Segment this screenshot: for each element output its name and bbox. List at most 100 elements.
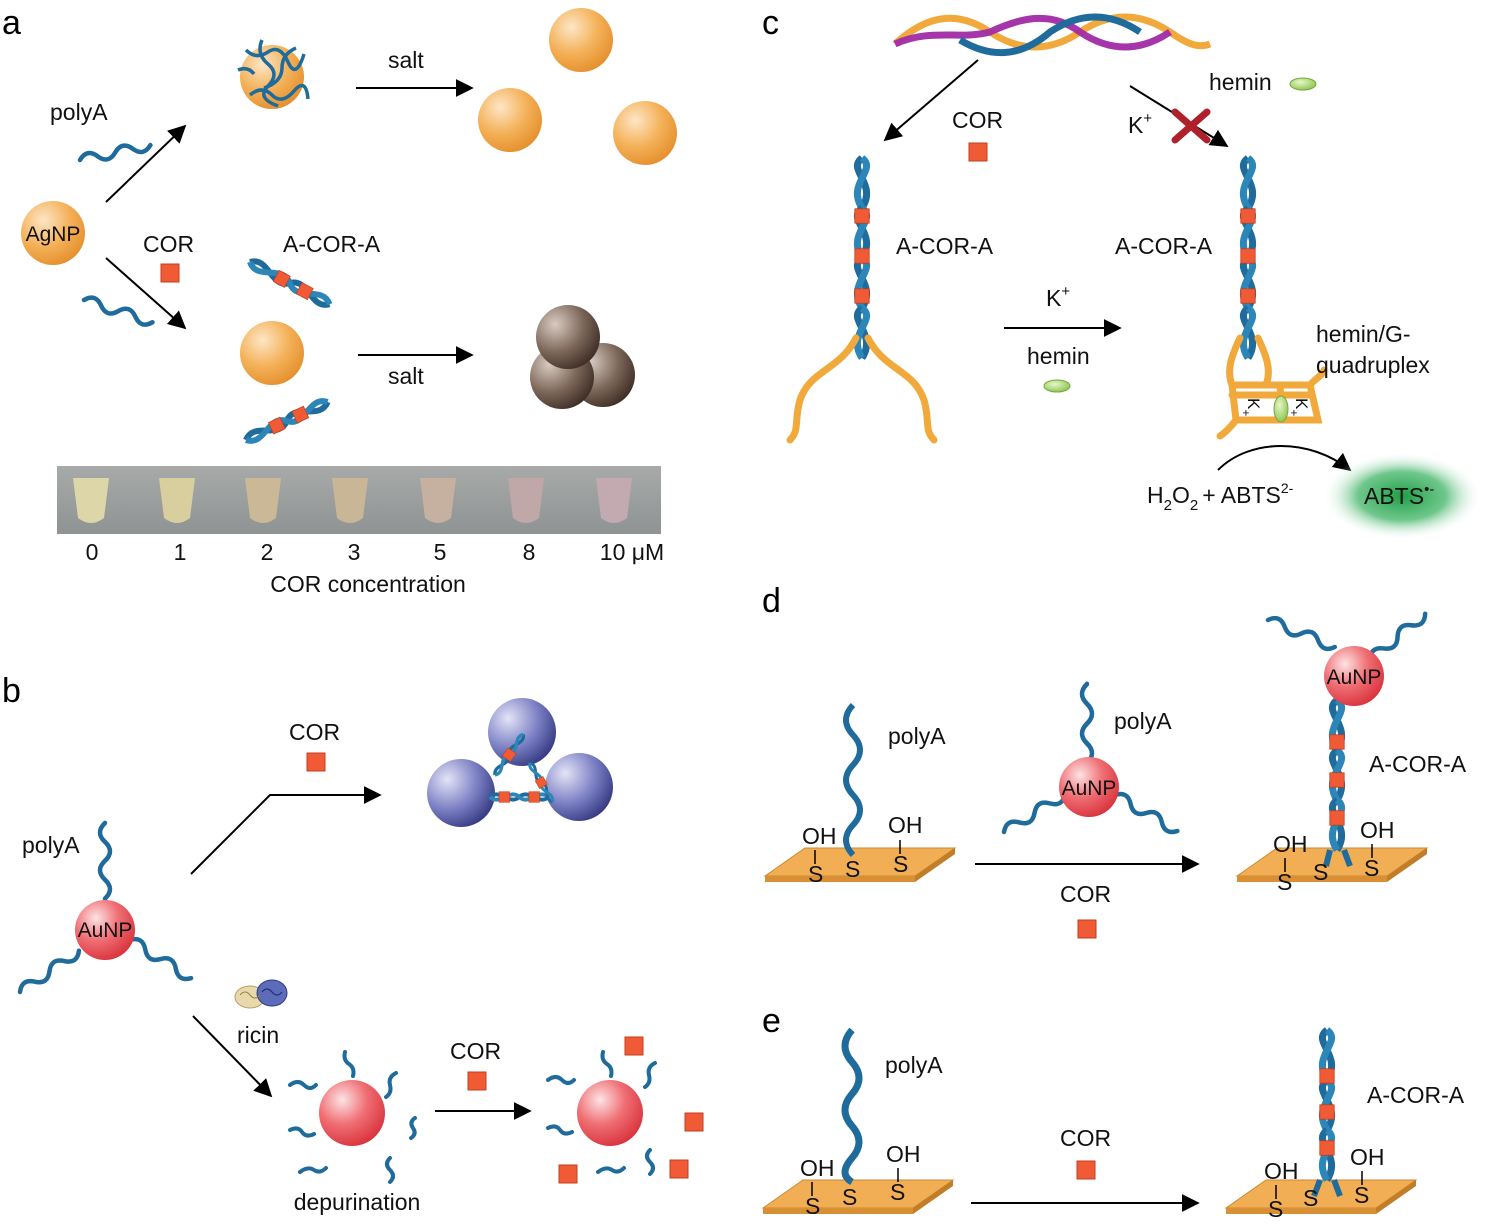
agnp-label: AgNP bbox=[26, 223, 81, 246]
oh-d-1: OH bbox=[802, 823, 837, 849]
cor-label-d: COR bbox=[1060, 881, 1111, 907]
aunp-b bbox=[75, 900, 135, 960]
cor-label-b-bottom: COR bbox=[450, 1038, 501, 1064]
polyA-label-a: polyA bbox=[50, 99, 108, 125]
blocked-cross-icon bbox=[1171, 108, 1211, 144]
polyA-strand-a-top bbox=[79, 140, 152, 165]
acora-label-a: A-COR-A bbox=[283, 231, 381, 257]
aggregate-agnp-1 bbox=[536, 305, 600, 369]
surface-e-left bbox=[762, 1179, 954, 1215]
blue-aunp-2 bbox=[427, 759, 495, 827]
g-quadruplex bbox=[1216, 334, 1328, 440]
hemin-icon-top bbox=[1289, 77, 1317, 91]
left-overhangs bbox=[786, 334, 938, 444]
panel-label-a: a bbox=[2, 4, 21, 42]
cor-label-b-top: COR bbox=[289, 719, 340, 745]
acora-duplex-a-1 bbox=[247, 256, 332, 309]
blue-aunp-1 bbox=[488, 698, 556, 766]
agnp-bottom bbox=[240, 321, 304, 385]
tube-8 bbox=[508, 478, 544, 523]
polyA-strand-e bbox=[841, 1027, 863, 1186]
polyA-strand-d-left bbox=[843, 702, 863, 858]
oh-d-3: OH bbox=[1273, 831, 1308, 857]
k-in-quadruplex-1: K+ bbox=[1239, 398, 1263, 416]
oh-e-3: OH bbox=[1264, 1158, 1299, 1184]
panel-a: AgNP polyA COR salt A-COR-A bbox=[21, 8, 677, 597]
cor-square-e bbox=[1076, 1160, 1096, 1180]
panel-label-c: c bbox=[762, 4, 779, 42]
polyA-strand-a-bottom bbox=[82, 295, 154, 327]
salt-label-top: salt bbox=[388, 47, 424, 73]
tube-label-8: 8 bbox=[523, 539, 536, 565]
polyA-label-e: polyA bbox=[885, 1052, 943, 1078]
hemin-in-quadruplex bbox=[1273, 395, 1289, 423]
polyA-label-d-left: polyA bbox=[888, 723, 946, 749]
k-label-top: K+ bbox=[1128, 110, 1152, 138]
acora-helix-left bbox=[855, 158, 869, 358]
cor-square-c bbox=[968, 142, 988, 162]
agnp-particle bbox=[21, 201, 85, 265]
acora-helix-d bbox=[1330, 700, 1344, 850]
polyA-strand-d-mid-top bbox=[1082, 684, 1092, 763]
cor-label-e: COR bbox=[1060, 1125, 1111, 1151]
arrow-a-up bbox=[105, 124, 187, 203]
tube-label-5: 5 bbox=[434, 539, 447, 565]
tube-1 bbox=[159, 478, 195, 523]
acora-duplex-a-2 bbox=[243, 396, 330, 445]
panel-c: COR K+ hemin A-COR-A K+ hemin bbox=[786, 13, 1482, 540]
dispersed-agnp-3 bbox=[613, 101, 677, 165]
oh-e-2: OH bbox=[886, 1141, 921, 1167]
cor-square-a bbox=[160, 263, 180, 283]
aunp-d-mid bbox=[1059, 757, 1119, 817]
tube-3 bbox=[332, 478, 368, 523]
tube-axis-label: COR concentration bbox=[270, 571, 466, 597]
ricin-label: ricin bbox=[237, 1022, 279, 1048]
s-e-1: S bbox=[805, 1193, 820, 1219]
panel-e: polyA OH S S OH S COR A-COR-A OH S S OH … bbox=[762, 1027, 1465, 1222]
s-e-5: S bbox=[1303, 1185, 1318, 1211]
panel-label-d: d bbox=[762, 582, 781, 620]
tube-5 bbox=[420, 478, 456, 523]
abts-glow bbox=[1322, 452, 1482, 540]
h2o2-abts-label: H2O2+ ABTS2- bbox=[1147, 480, 1294, 514]
s-d-5: S bbox=[1313, 859, 1328, 885]
s-e-2: S bbox=[842, 1184, 857, 1210]
acora-helix-e bbox=[1320, 1030, 1334, 1180]
k-in-quadruplex-2: K+ bbox=[1287, 398, 1311, 416]
fragments-1 bbox=[288, 1050, 417, 1184]
salt-label-bottom: salt bbox=[388, 363, 424, 389]
polyA-strand-b-right bbox=[127, 936, 193, 983]
tube-label-0: 0 bbox=[86, 539, 99, 565]
s-e-6: S bbox=[1354, 1182, 1369, 1208]
hemin-g-label-2: quadruplex bbox=[1316, 352, 1430, 378]
top-dsdna bbox=[892, 13, 1212, 57]
cor-label-c: COR bbox=[952, 107, 1003, 133]
tube-label-2: 2 bbox=[261, 539, 274, 565]
s-d-6: S bbox=[1364, 855, 1379, 881]
tube-label-10: 10 μM bbox=[600, 539, 664, 565]
aunp-d-right bbox=[1324, 646, 1384, 706]
arrow-c-left bbox=[883, 59, 979, 142]
panel-d: polyA OH S S OH S polyA AuNP COR bbox=[764, 610, 1467, 939]
blue-aunp-3 bbox=[545, 753, 613, 821]
dispersed-agnp-2 bbox=[478, 88, 542, 152]
s-e-3: S bbox=[890, 1179, 905, 1205]
acora-label-d: A-COR-A bbox=[1369, 751, 1467, 777]
cor-label-a: COR bbox=[143, 231, 194, 257]
arrow-a-down bbox=[105, 257, 187, 330]
panel-b: COR polyA AuNP bbox=[17, 698, 704, 1215]
oh-e-4: OH bbox=[1350, 1144, 1385, 1170]
tube-label-1: 1 bbox=[174, 539, 187, 565]
tube-label-3: 3 bbox=[348, 539, 361, 565]
acora-helix-right bbox=[1241, 158, 1255, 358]
hemin-icon-mid bbox=[1043, 379, 1071, 393]
tube-0 bbox=[73, 478, 109, 523]
cor-square-d bbox=[1077, 919, 1097, 939]
panel-label-b: b bbox=[2, 672, 21, 710]
panel-label-e: e bbox=[762, 1002, 781, 1040]
cor-square-b-bottom bbox=[467, 1071, 487, 1091]
polyA-label-d-mid: polyA bbox=[1114, 708, 1172, 734]
cor-square-b-top bbox=[306, 752, 326, 772]
